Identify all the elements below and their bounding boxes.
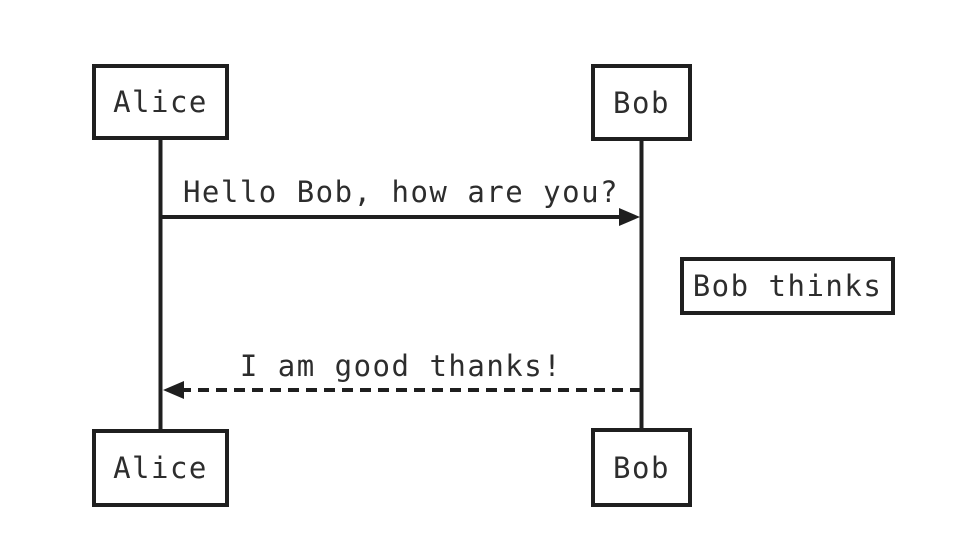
actor-label-alice-top: Alice [113,85,208,119]
actor-label-alice-bottom: Alice [113,451,208,485]
message-label-2: I am good thanks! [239,349,563,383]
actor-box-bob-bottom: Bob [591,428,692,507]
arrowhead-right-icon [619,208,640,226]
actor-label-bob-top: Bob [613,85,670,120]
arrowhead-left-icon [163,381,184,399]
actor-box-bob-top: Bob [591,64,692,141]
note-box: Bob thinks [680,257,895,315]
actor-label-bob-bottom: Bob [613,450,670,485]
note-label: Bob thinks [692,269,883,303]
actor-box-alice-bottom: Alice [92,429,229,507]
message-label-1: Hello Bob, how are you? [182,175,620,209]
actor-box-alice-top: Alice [92,64,229,140]
